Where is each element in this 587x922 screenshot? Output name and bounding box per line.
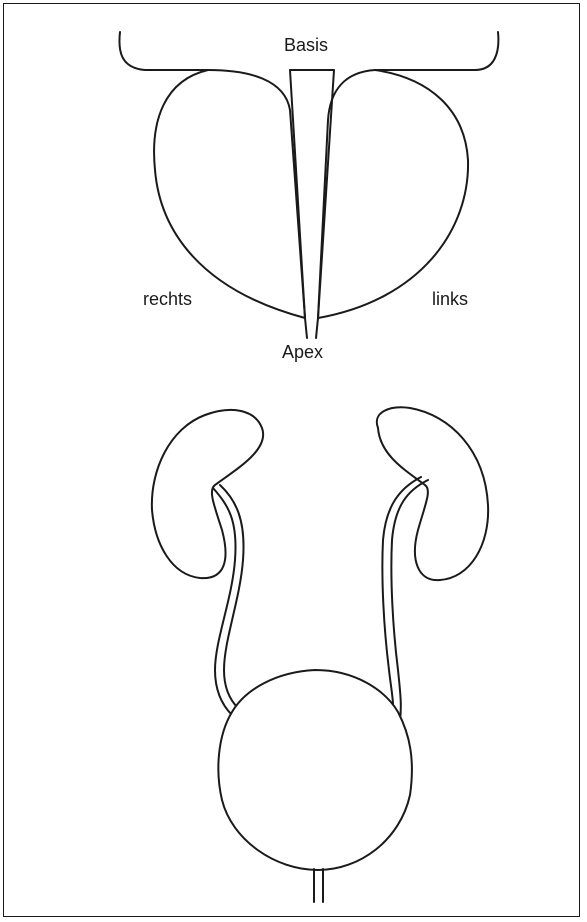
urinary-tract-schematic: [152, 407, 488, 902]
kidney-left: [377, 407, 488, 580]
prostate-base-line: [119, 32, 498, 318]
ureter-left-inner: [382, 477, 421, 715]
label-base: Basis: [284, 36, 328, 54]
label-left: links: [432, 290, 468, 308]
label-apex: Apex: [282, 343, 323, 361]
label-right: rechts: [143, 290, 192, 308]
prostate-sulcus-right-line: [305, 318, 307, 338]
prostate-sulcus-left-line: [316, 318, 318, 338]
bladder: [218, 670, 412, 870]
kidney-right: [152, 410, 263, 578]
